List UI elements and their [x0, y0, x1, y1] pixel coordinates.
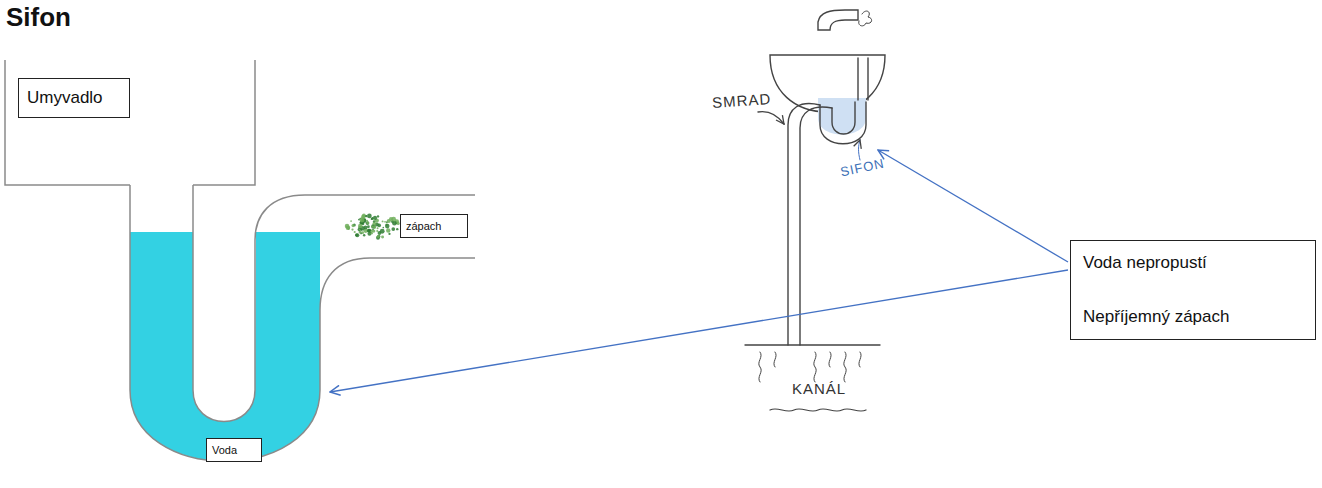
sketch-label: SIFON: [839, 156, 886, 180]
drain-pipe: [820, 102, 866, 144]
box-text: Voda nepropustí: [1083, 253, 1303, 273]
leader-arrow: [878, 150, 1068, 262]
callout-box: Voda nepropustíNepříjemný zápach: [1070, 240, 1316, 340]
trap-water: [818, 98, 866, 135]
leader-arrow: [330, 270, 1068, 392]
odour-cloud: [345, 214, 400, 240]
sink-sketch: [745, 10, 885, 411]
basin-wall: [193, 60, 255, 185]
box-text: Voda: [212, 444, 256, 456]
box-text: Umyvadlo: [27, 88, 121, 108]
floor: [745, 344, 880, 345]
faucet: [818, 10, 858, 30]
sketch-label: KANÁL: [792, 380, 846, 397]
pointer-arrow: [859, 140, 861, 160]
pointer-arrow: [758, 112, 784, 124]
pipe-inner: [193, 185, 475, 422]
label-box: Umyvadlo: [18, 78, 130, 118]
smell-waves: [759, 352, 861, 382]
water-drops: [859, 11, 872, 26]
diagram-title: Sifon: [6, 2, 71, 33]
drain-pipe: [858, 58, 868, 100]
label-box: Voda: [206, 438, 262, 462]
water-fill: [130, 232, 320, 461]
sewer-line: [770, 409, 866, 411]
pipe-outer: [130, 185, 475, 461]
sketch-label: SMRAD: [711, 90, 771, 111]
box-text: Nepříjemný zápach: [1083, 307, 1303, 327]
trap-diagram: [5, 60, 475, 461]
box-text: zápach: [406, 220, 462, 232]
basin-wall: [5, 60, 130, 185]
drain-pipe: [832, 102, 855, 134]
waste-pipe: [788, 104, 832, 345]
label-box: zápach: [400, 214, 468, 238]
